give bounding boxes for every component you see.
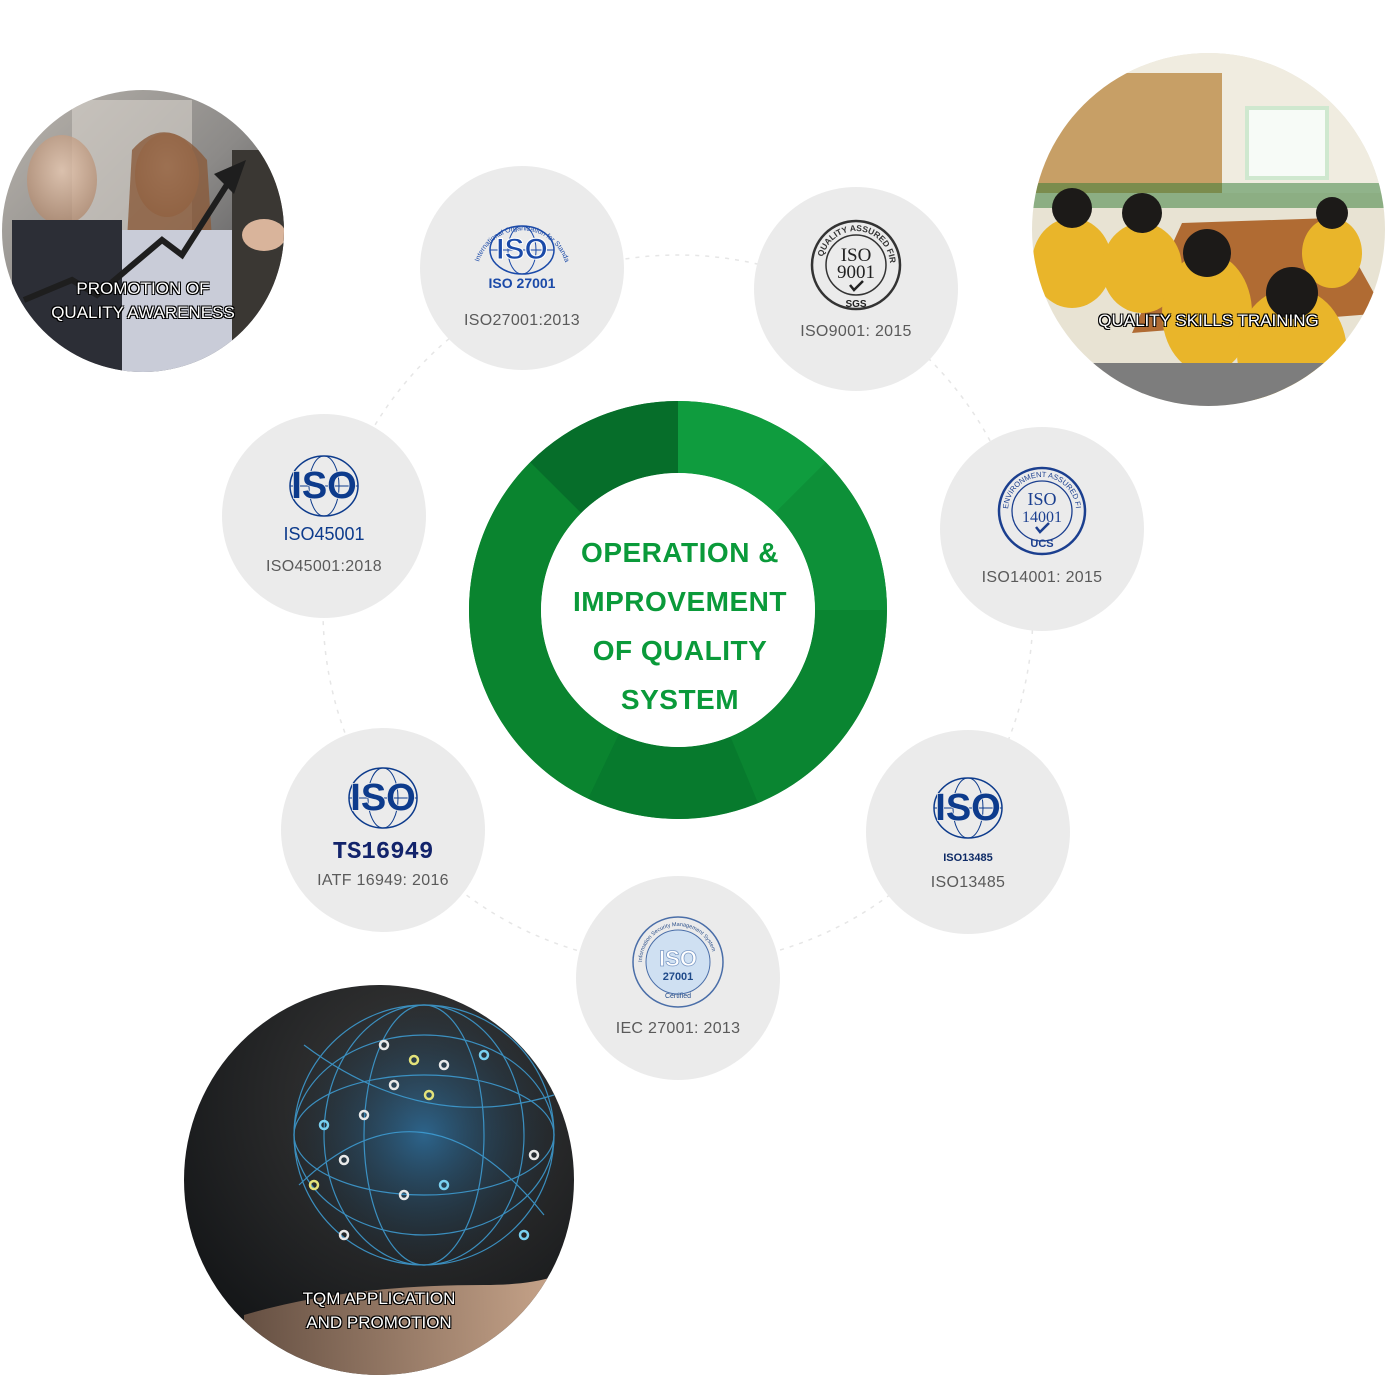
cert-label: ISO13485 [930, 874, 1006, 891]
ucs-seal-icon: ENVIRONMENT ASSURED FIRM ISO 14001 UCS [994, 463, 1087, 556]
iso-logo-icon: ISO ISO45001 [283, 455, 365, 544]
donut-segment-bottom-right [730, 610, 887, 803]
logo-line2: 9001 [837, 262, 875, 283]
logo-iso-text: ISO [496, 233, 548, 266]
cert-label: IATF 16949: 2016 [317, 872, 449, 889]
logo-iso-text: ISO [935, 787, 1000, 829]
logo-iso-text: ISO [350, 777, 415, 819]
cert-label: ISO27001:2013 [464, 312, 580, 329]
logo-line2: 14001 [1022, 509, 1062, 526]
donut-segment-right [774, 462, 887, 610]
photo-tqm-application: TQM APPLICATION AND PROMOTION [184, 985, 574, 1375]
logo-sub-text: TS16949 [333, 839, 433, 866]
caption-line: AND PROMOTION [306, 1313, 452, 1332]
cert-label: ISO9001: 2015 [800, 323, 912, 340]
cert-iso13485: ISO ISO13485 ISO13485 [866, 730, 1070, 934]
caption-line: QUALITY SKILLS TRAINING [1098, 311, 1319, 330]
cert-label: IEC 27001: 2013 [615, 1020, 741, 1037]
photo-caption: PROMOTION OF QUALITY AWARENESS [2, 277, 284, 325]
cert-iso27001: International Organization for Standardi… [420, 166, 624, 370]
photo-caption: TQM APPLICATION AND PROMOTION [184, 1287, 574, 1335]
center-title: OPERATION & IMPROVEMENT OF QUALITY SYSTE… [540, 528, 820, 724]
donut-segment-top-left [530, 401, 678, 514]
photo-skills-training: QUALITY SKILLS TRAINING [1032, 53, 1385, 406]
center-title-line: OF QUALITY [592, 635, 768, 666]
caption-line: TQM APPLICATION [302, 1289, 456, 1308]
donut-segment-left [468, 462, 619, 799]
cert-label: ISO45001:2018 [266, 558, 382, 575]
center-title-line: SYSTEM [620, 684, 740, 715]
cert-iec27001: Information Security Management System I… [576, 876, 780, 1080]
logo-iso-text: ISO [659, 946, 697, 971]
logo-sub-text: SGS [845, 299, 866, 310]
center-title-line: IMPROVEMENT [573, 586, 787, 617]
caption-line: PROMOTION OF [76, 279, 210, 298]
center-title-line: OPERATION & [581, 537, 779, 568]
sgs-seal-icon: QUALITY ASSURED FIRM ISO 9001 SGS [806, 215, 902, 311]
donut-segment-bottom [588, 733, 758, 819]
caption-line: QUALITY AWARENESS [51, 303, 235, 322]
logo-iso-text: ISO [291, 465, 356, 507]
iso-logo-icon: ISO ISO13485 [933, 777, 1003, 864]
logo-line1: ISO [841, 245, 872, 266]
business-people-image [2, 90, 284, 372]
cert-iso9001: QUALITY ASSURED FIRM ISO 9001 SGS ISO900… [754, 187, 958, 391]
iso-logo-icon: ISO TS16949 [333, 767, 433, 866]
logo-num-text: 27001 [663, 971, 694, 983]
logo-certified-text: Certified [665, 993, 691, 1000]
isms-seal-icon: Information Security Management System I… [632, 916, 724, 1008]
logo-sub-text: ISO13485 [943, 852, 993, 864]
cert-iso14001: ENVIRONMENT ASSURED FIRM ISO 14001 UCS I… [940, 427, 1144, 631]
iso-logo-icon: International Organization for Standardi… [467, 202, 570, 291]
logo-sub-text: UCS [1030, 538, 1053, 550]
cert-label: ISO14001: 2015 [981, 569, 1103, 586]
photo-caption: QUALITY SKILLS TRAINING [1032, 309, 1385, 333]
logo-line1: ISO [1027, 489, 1056, 509]
logo-sub-text: ISO45001 [283, 524, 364, 544]
donut-segment-top-right [678, 401, 826, 514]
training-room-image [1032, 53, 1385, 406]
photo-quality-awareness: PROMOTION OF QUALITY AWARENESS [2, 90, 284, 372]
logo-sub-text: ISO 27001 [489, 275, 556, 291]
cert-iso45001: ISO ISO45001 ISO45001:2018 [222, 414, 426, 618]
cert-iatf16949: ISO TS16949 IATF 16949: 2016 [281, 728, 485, 932]
